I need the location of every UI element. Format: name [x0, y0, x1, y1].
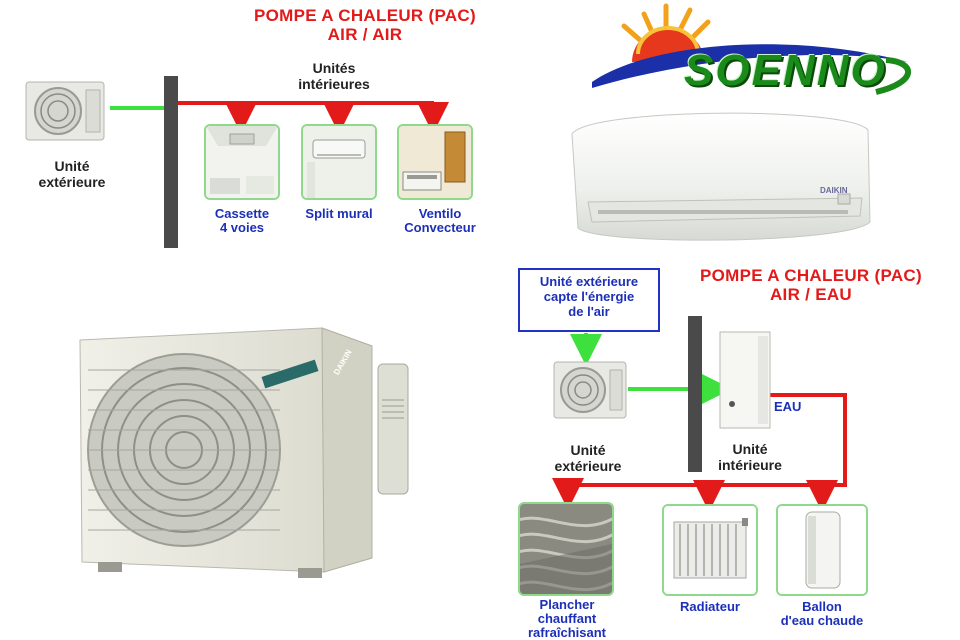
radiateur-thumb: [662, 504, 758, 596]
air-air-wall: [164, 76, 178, 248]
ventilo-thumb: [397, 124, 473, 200]
radiateur-label-line1: Radiateur: [680, 599, 740, 614]
air-air-title-line1: POMPE A CHALEUR (PAC): [254, 6, 476, 25]
ventilo-label-line1: Ventilo: [418, 206, 462, 221]
cassette-icon: [206, 126, 278, 198]
air-eau-wall: [688, 316, 702, 472]
hydro-unit-icon: [719, 331, 771, 429]
ballon-thumb: [776, 504, 868, 596]
air-air-outdoor-unit: [24, 80, 106, 144]
cassette-thumb: [204, 124, 280, 200]
air-eau-title-line1: POMPE A CHALEUR (PAC): [700, 266, 922, 285]
air-eau-indoor-label: Unité intérieure: [700, 441, 800, 473]
plancher-label-line1: Plancher: [539, 597, 595, 612]
air-eau-title: POMPE A CHALEUR (PAC) AIR / EAU: [666, 266, 956, 304]
callout-line2: capte l'énergie: [543, 289, 635, 304]
air-air-outdoor-line2: extérieure: [38, 174, 106, 190]
ballon-label: Ballon d'eau chaude: [766, 600, 878, 628]
plancher-label-line2: chauffant: [537, 611, 597, 626]
air-eau-outdoor-line2: extérieure: [554, 458, 622, 474]
water-label: EAU: [774, 399, 802, 414]
air-air-indoor-line1: Unités: [312, 60, 356, 76]
floor-heating-icon: [520, 504, 612, 594]
water-tank-icon: [778, 506, 866, 594]
ventilo-icon: [399, 126, 471, 198]
plancher-label-line3: rafraîchisant: [527, 625, 607, 640]
large-outdoor-unit-illustration: [79, 327, 409, 578]
air-eau-outdoor-unit: [552, 360, 628, 420]
soenno-logo: SOENNO: [586, 0, 916, 104]
air-eau-indoor-unit: [718, 330, 772, 430]
ballon-label-line1: Ballon: [802, 599, 842, 614]
air-air-title: POMPE A CHALEUR (PAC) AIR / AIR: [205, 6, 525, 44]
air-air-indoor-line2: intérieures: [298, 76, 370, 92]
ventilo-label: Ventilo Convecteur: [388, 207, 492, 235]
outdoor-unit-icon-2: [553, 361, 627, 419]
callout-line3: de l'air: [568, 304, 610, 319]
air-eau-indoor-line2: intérieure: [718, 457, 782, 473]
air-eau-indoor-line1: Unité: [732, 441, 768, 457]
cassette-label-line1: Cassette: [214, 206, 270, 221]
ballon-label-line2: d'eau chaude: [780, 613, 864, 628]
air-air-indoor-label: Unités intérieures: [272, 60, 396, 92]
split-icon: [303, 126, 375, 198]
wall-split-illustration: [571, 112, 871, 241]
split-label-line1: Split mural: [305, 206, 373, 221]
logo-text: SOENNO: [684, 46, 887, 95]
split-thumb: [301, 124, 377, 200]
wall-split-unit: DAIKIN: [568, 104, 874, 250]
sun-icon: [592, 3, 911, 95]
air-air-outdoor-line1: Unité: [54, 158, 90, 174]
outdoor-unit-icon: [25, 81, 105, 141]
air-eau-title-line2: AIR / EAU: [769, 285, 853, 304]
cassette-label-line2: 4 voies: [219, 220, 265, 235]
radiateur-label: Radiateur: [660, 600, 760, 614]
wall-split-brand: DAIKIN: [820, 186, 848, 195]
air-eau-callout: Unité extérieure capte l'énergie de l'ai…: [518, 268, 660, 332]
plancher-thumb: [518, 502, 614, 596]
air-eau-outdoor-line1: Unité: [570, 442, 606, 458]
air-air-outdoor-label: Unité extérieure: [24, 158, 120, 190]
split-label: Split mural: [290, 207, 388, 221]
radiator-icon: [664, 506, 756, 594]
plancher-label: Plancher chauffant rafraîchisant: [508, 598, 626, 640]
ventilo-label-line2: Convecteur: [404, 220, 476, 235]
cassette-label: Cassette 4 voies: [196, 207, 288, 235]
air-eau-outdoor-label: Unité extérieure: [536, 442, 640, 474]
callout-line1: Unité extérieure: [539, 274, 639, 289]
air-air-title-line2: AIR / AIR: [327, 25, 403, 44]
large-outdoor-unit: DAIKIN: [72, 310, 418, 586]
air-eau-red-pipe: [552, 393, 847, 510]
